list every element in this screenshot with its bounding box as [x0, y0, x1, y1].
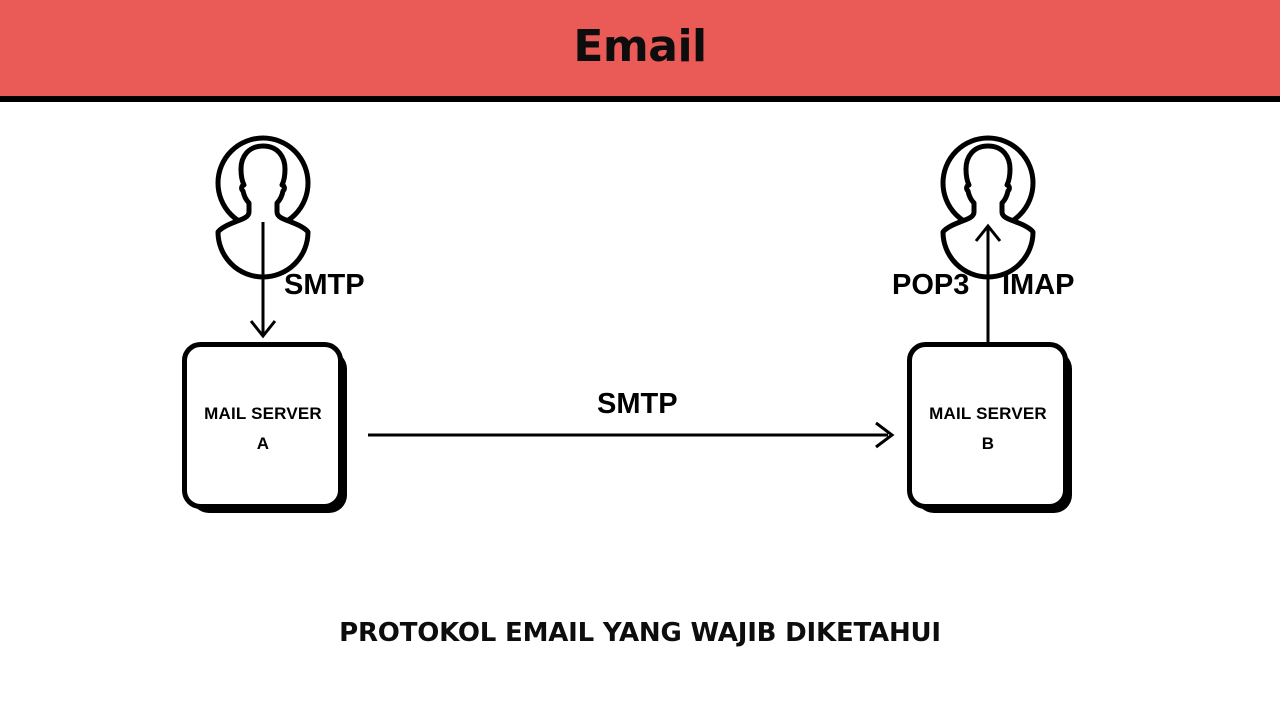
diagram-caption: PROTOKOL EMAIL YANG WAJIB DIKETAHUI [339, 618, 941, 648]
server-box-b [907, 342, 1072, 513]
flow-label-smtp-sender: SMTP [284, 269, 365, 301]
server-a-label: MAIL SERVER A [182, 399, 344, 460]
header-divider [0, 96, 1280, 102]
flow-label-smtp-server-to-server: SMTP [597, 388, 678, 420]
server-a-label-line2: A [256, 434, 270, 454]
diagram-vector-layer [182, 135, 1072, 513]
page-title: Email [573, 21, 707, 72]
flow-label-imap: IMAP [1002, 269, 1075, 301]
arrow-sender-to-server-a [249, 222, 277, 339]
server-b-label: MAIL SERVER B [907, 399, 1069, 460]
server-box-a [182, 342, 347, 513]
server-b-label-line1: MAIL SERVER [929, 404, 1047, 423]
sender-avatar-icon [215, 135, 311, 280]
flow-label-pop3: POP3 [892, 269, 970, 301]
server-b-label-line2: B [981, 434, 995, 454]
header-banner: Email [0, 0, 1280, 96]
arrow-server-a-to-server-b [368, 421, 895, 449]
email-protocol-diagram: SMTP SMTP POP3 IMAP MAIL SERVER A MAIL S… [0, 102, 1280, 720]
arrow-server-b-to-recipient [974, 223, 1002, 342]
server-a-label-line1: MAIL SERVER [204, 404, 322, 423]
